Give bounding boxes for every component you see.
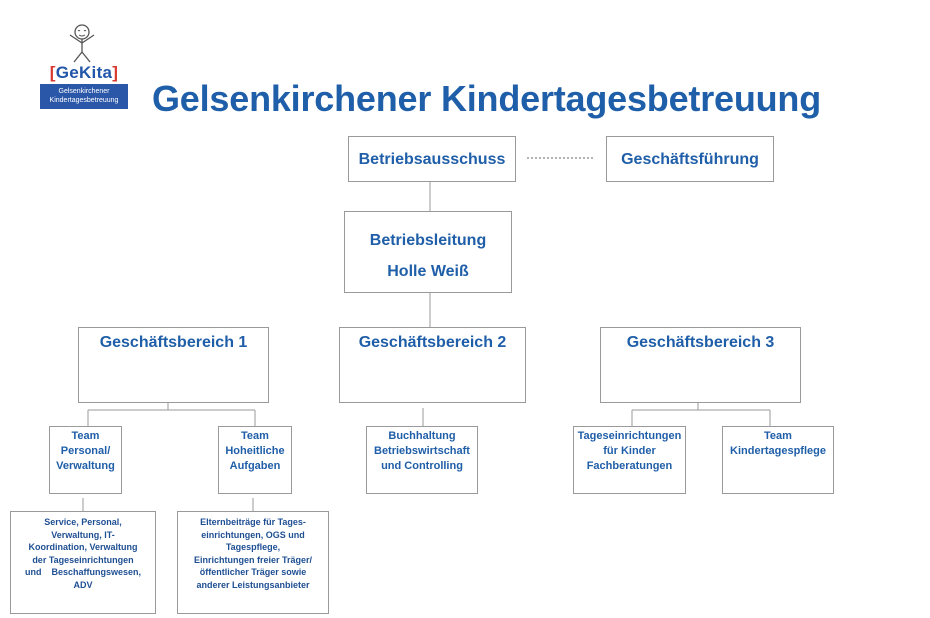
box-geschaeftsbereich-2: Geschäftsbereich 2 (339, 327, 526, 403)
box-aufgaben-hoheitlich: Elternbeiträge für Tages- einrichtungen,… (177, 511, 329, 614)
stick-figure-icon (69, 24, 95, 63)
box-buchhaltung: Buchhaltung Betriebswirtschaft und Contr… (366, 426, 478, 494)
box-betriebsausschuss: Betriebsausschuss (348, 136, 516, 182)
logo-brand: [GeKita] (49, 63, 119, 82)
box-betriebsleitung: Betriebsleitung Holle Weiß (344, 211, 512, 293)
box-team-hoheitliche-aufgaben: Team Hoheitliche Aufgaben (218, 426, 292, 494)
box-team-personal: Team Personal/ Verwaltung (49, 426, 122, 494)
box-geschaeftsbereich-1: Geschäftsbereich 1 (78, 327, 269, 403)
gekita-logo: [GeKita] Gelsenkirchener Kindertagesbetr… (40, 17, 128, 109)
box-aufgaben-personal: Service, Personal, Verwaltung, IT- Koord… (10, 511, 156, 614)
logo-subtitle: Gelsenkirchener Kindertagesbetreuung (40, 84, 128, 109)
box-tageseinrichtungen: Tageseinrichtungen für Kinder Fachberatu… (573, 426, 686, 494)
box-geschaeftsfuehrung: Geschäftsführung (606, 136, 774, 182)
box-geschaeftsbereich-3: Geschäftsbereich 3 (600, 327, 801, 403)
box-team-kindertagespflege: Team Kindertagespflege (722, 426, 834, 494)
page-title: Gelsenkirchener Kindertagesbetreuung (152, 78, 821, 119)
